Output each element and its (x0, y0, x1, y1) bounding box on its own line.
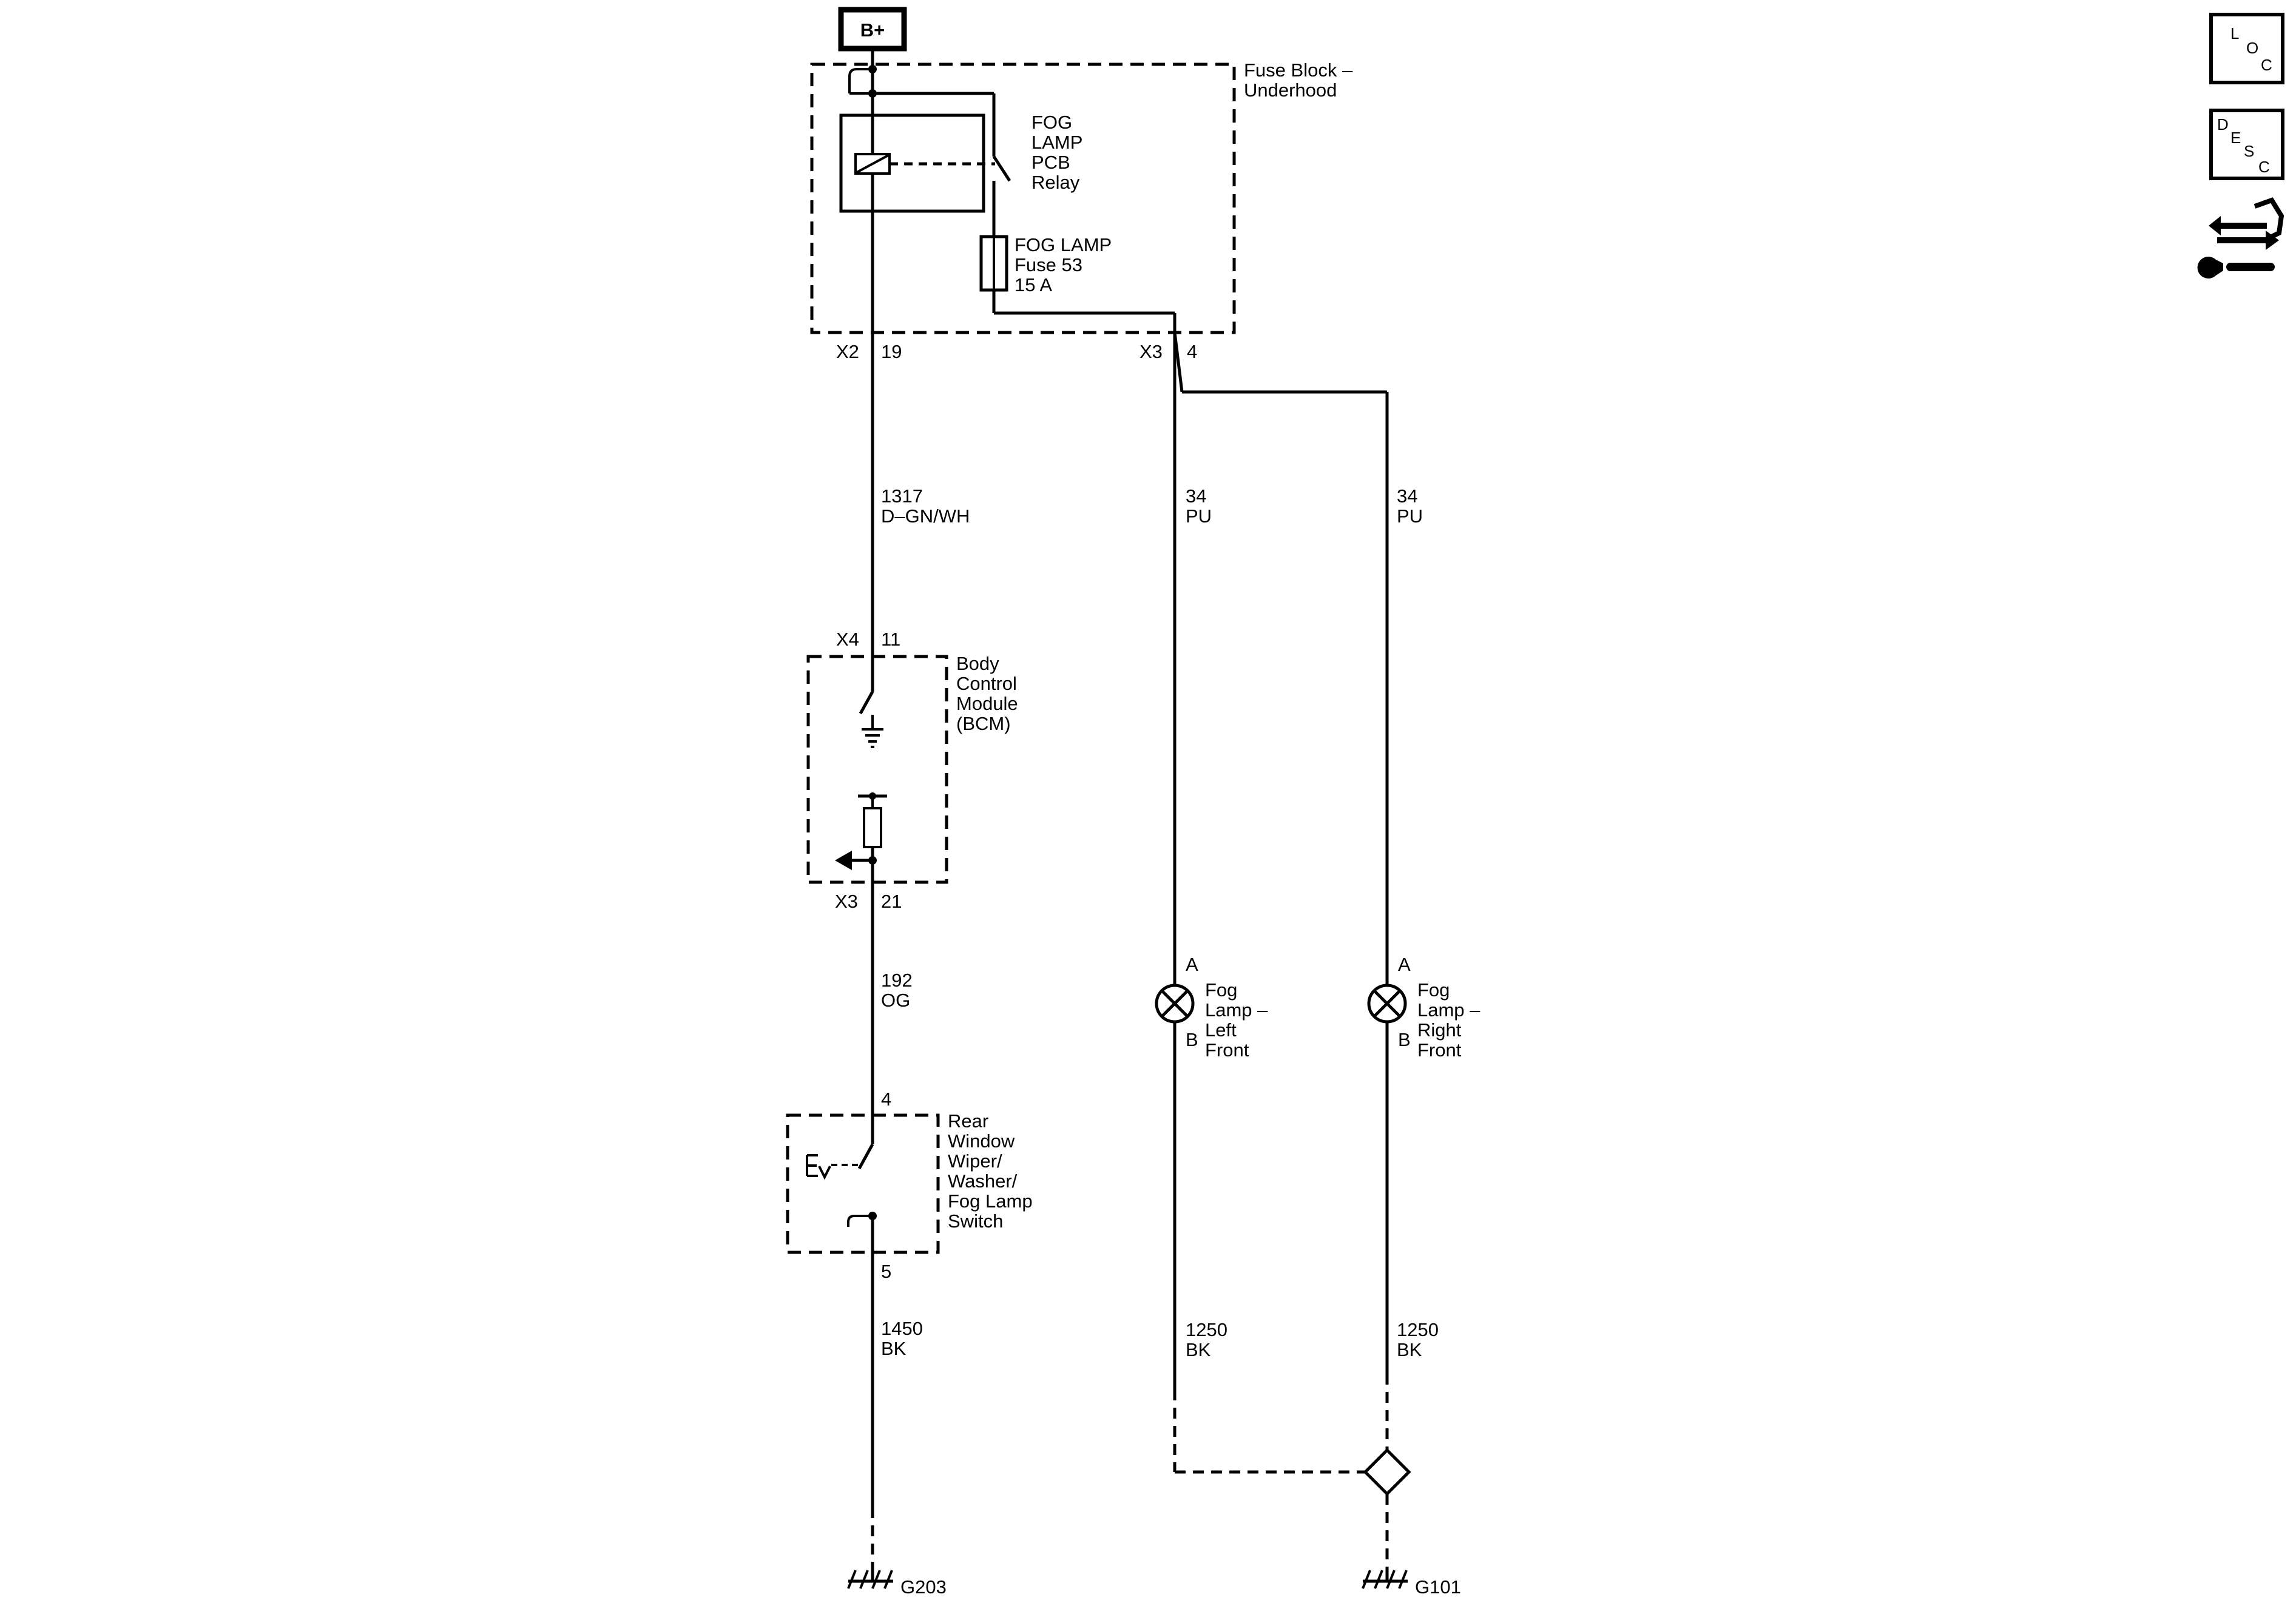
desc-letter-s: S (2244, 142, 2254, 160)
fog-right-label-2: Lamp – (1417, 999, 1481, 1021)
switch-actuator-icon (806, 1154, 831, 1180)
description-button[interactable]: D E S C (2209, 109, 2284, 180)
fog-right-pin-b: B (1398, 1029, 1411, 1050)
fog-left-label-3: Left (1205, 1019, 1237, 1041)
fuse-block-underhood: Fuse Block – Underhood FOG LAMP PCB Rela… (810, 49, 1353, 362)
fog-right-label-4: Front (1417, 1039, 1462, 1061)
switch-label-1: Rear (948, 1110, 988, 1132)
location-button[interactable]: L O C (2209, 13, 2284, 84)
relay-contact-icon (992, 155, 1011, 182)
relay-label-4: Relay (1032, 172, 1080, 193)
wire-34-right-number: 34 (1397, 485, 1417, 507)
fog-left-label-4: Front (1205, 1039, 1249, 1061)
fog-right-label-1: Fog (1417, 979, 1450, 1001)
ground-g101-label: G101 (1415, 1576, 1461, 1598)
tools-icon[interactable] (2197, 197, 2284, 279)
fuse-block-title: Fuse Block – (1244, 59, 1353, 81)
rear-wiper-fog-switch: 4 Rear Window Wiper/ Washer/ Fog Lamp Sw… (786, 1089, 1033, 1282)
switch-hook-icon (847, 1215, 873, 1227)
desc-letter-e: E (2230, 129, 2241, 147)
fuse-block-pin-left: 19 (881, 341, 902, 362)
switch-label-5: Fog Lamp (948, 1190, 1033, 1212)
wire-192-number: 192 (881, 970, 913, 991)
ground-g203-label: G203 (900, 1576, 947, 1598)
fuse-label-2: Fuse 53 (1015, 254, 1082, 275)
relay-label-3: PCB (1032, 152, 1070, 173)
wire-1250-left-color: BK (1186, 1339, 1211, 1360)
wire-34-right-color: PU (1397, 505, 1423, 527)
bcm-pin-bottom: 21 (881, 891, 902, 912)
wire-34-left-color: PU (1186, 505, 1212, 527)
fog-lamp-left-front: A B Fog Lamp – Left Front (1155, 954, 1268, 1061)
loc-letter-o: O (2246, 39, 2258, 57)
power-label: B+ (860, 19, 885, 41)
switch-contact-icon (857, 1143, 874, 1170)
bcm-label-3: Module (956, 693, 1018, 714)
fuse-block-title-2: Underhood (1244, 79, 1337, 101)
bcm-resistor-icon (863, 807, 882, 848)
wire-1250-left-number: 1250 (1186, 1319, 1227, 1340)
wire-34-left-number: 34 (1186, 485, 1206, 507)
wire-1250-right-number: 1250 (1397, 1319, 1439, 1340)
switch-pin-bottom: 5 (881, 1261, 891, 1282)
wire-1250-right-color: BK (1397, 1339, 1422, 1360)
switch-pin-top: 4 (881, 1089, 891, 1110)
bcm-output-arrow-icon (835, 851, 852, 870)
fog-right-pin-a: A (1398, 954, 1411, 975)
switch-label-6: Switch (948, 1210, 1003, 1232)
bcm-connector-bottom: X3 (835, 891, 858, 912)
wire-1450-color: BK (881, 1338, 907, 1359)
fog-left-pin-a: A (1186, 954, 1198, 975)
bcm-pin-top: 11 (881, 629, 900, 650)
fog-left-label-1: Fog (1205, 979, 1237, 1001)
desc-letter-c: C (2258, 158, 2270, 176)
bcm-label-2: Control (956, 673, 1017, 694)
fuse-label-3: 15 A (1015, 274, 1052, 295)
relay-label-1: FOG (1032, 112, 1072, 133)
bcm-ground-icon (862, 728, 883, 748)
switch-label-3: Wiper/ (948, 1150, 1002, 1172)
wire-1450-number: 1450 (881, 1318, 923, 1339)
bcm-label-4: (BCM) (956, 713, 1011, 734)
desc-letter-d: D (2217, 115, 2229, 133)
passthrough-hook-icon (848, 68, 857, 93)
fuse-block-pin-right: 4 (1187, 341, 1197, 362)
loc-letter-c: C (2261, 56, 2272, 74)
ground-g203-icon (847, 1568, 893, 1589)
fog-lamp-right-front: A B Fog Lamp – Right Front (1367, 954, 1481, 1061)
relay-label-2: LAMP (1032, 132, 1082, 153)
bcm-switch-icon (859, 690, 874, 715)
fuse-block-connector-left: X2 (836, 341, 859, 362)
fog-left-label-2: Lamp – (1205, 999, 1268, 1021)
wire-192-color: OG (881, 990, 910, 1011)
wire-1317-number: 1317 (881, 485, 923, 507)
fog-left-pin-b: B (1186, 1029, 1198, 1050)
splice-diamond-icon (1363, 1448, 1411, 1496)
fog-right-label-3: Right (1417, 1019, 1462, 1041)
switch-label-2: Window (948, 1130, 1015, 1152)
loc-letter-l: L (2230, 24, 2239, 42)
switch-label-4: Washer/ (948, 1170, 1018, 1192)
fuse-block-connector-right: X3 (1140, 341, 1163, 362)
bcm-label-1: Body (956, 653, 999, 674)
battery-positive-label: B+ (838, 7, 907, 52)
ground-g101-icon (1362, 1568, 1408, 1589)
bcm-connector-top: X4 (836, 629, 859, 650)
wire-1317-color: D–GN/WH (881, 505, 970, 527)
body-control-module: X4 11 Body Control Module (BCM) X3 21 (806, 629, 1018, 912)
fuse-label-1: FOG LAMP (1015, 234, 1112, 255)
